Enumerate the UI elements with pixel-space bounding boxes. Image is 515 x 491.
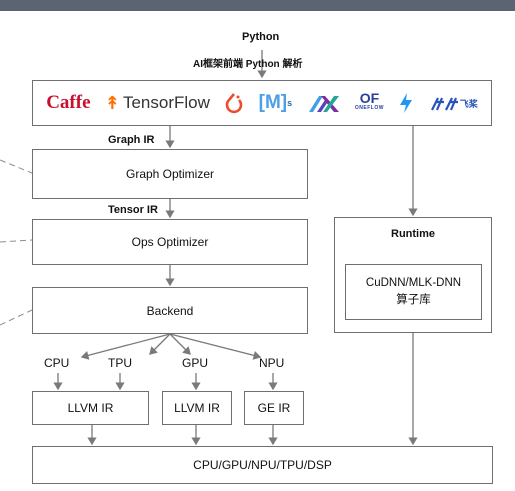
llvm-ir-box-gpu: LLVM IR [162,391,232,425]
graph-optimizer-box: Graph Optimizer [32,149,308,199]
paddle-logo: 飞桨 [429,93,478,113]
tensorflow-wordmark: TensorFlow [122,93,210,112]
ge-ir-box: GE IR [244,391,304,425]
frontend-parse-label: AI框架前端 Python 解析 [193,59,303,70]
tensorflow-icon: ↟ [104,92,120,113]
target-tpu: TPU [108,356,132,370]
target-npu: NPU [259,356,285,370]
lightning-bolt-icon [400,93,413,113]
operator-library-name: CuDNN/MLK-DNN [365,277,462,289]
paddle-icon [430,97,458,111]
arrow-backend-to-gpu [169,333,191,355]
ops-optimizer-box: Ops Optimizer [32,219,308,265]
oneflow-caption: ONEFLOW [354,105,384,111]
operator-library-box: CuDNN/MLK-DNN 算子库 [345,264,482,320]
paddle-wordmark: 飞桨 [459,98,478,109]
caffe-logo: Caffe [46,92,91,113]
mindspore-superscript: s [287,98,293,108]
mindspore-logo: [M]s [259,92,293,114]
dashed-link-graph-optimizer [0,159,33,174]
pytorch-icon [226,93,243,114]
python-label: Python [242,31,280,43]
target-cpu: CPU [44,356,70,370]
runtime-title: Runtime [391,228,435,240]
arrow-backend-to-tpu [149,333,171,355]
header-bar [0,0,515,11]
oneflow-wordmark: OF [359,90,380,106]
graph-ir-label: Graph IR [108,134,155,146]
dashed-link-backend [0,309,33,326]
operator-library-caption: 算子库 [396,294,431,306]
tensor-ir-label: Tensor IR [108,204,158,216]
arrow-backend-to-npu [169,333,262,360]
pytorch-logo [224,91,244,115]
oneflow-logo: OF ONEFLOW [354,90,384,113]
megengine-logo [398,92,414,114]
jax-logo [307,92,341,114]
jax-icon [308,96,339,112]
arrow-backend-to-cpu [80,333,171,360]
target-gpu: GPU [182,356,209,370]
backend-box: Backend [32,287,308,334]
hardware-box: CPU/GPU/NPU/TPU/DSP [32,446,493,484]
mindspore-wordmark: [M] [258,92,288,113]
dashed-link-ops-optimizer [0,239,33,243]
llvm-ir-box-cpu-tpu: LLVM IR [32,391,149,425]
tensorflow-logo: ↟ TensorFlow [105,93,210,114]
framework-logos-box: Caffe ↟ TensorFlow [M]s OF ONEFLOW [32,80,492,126]
